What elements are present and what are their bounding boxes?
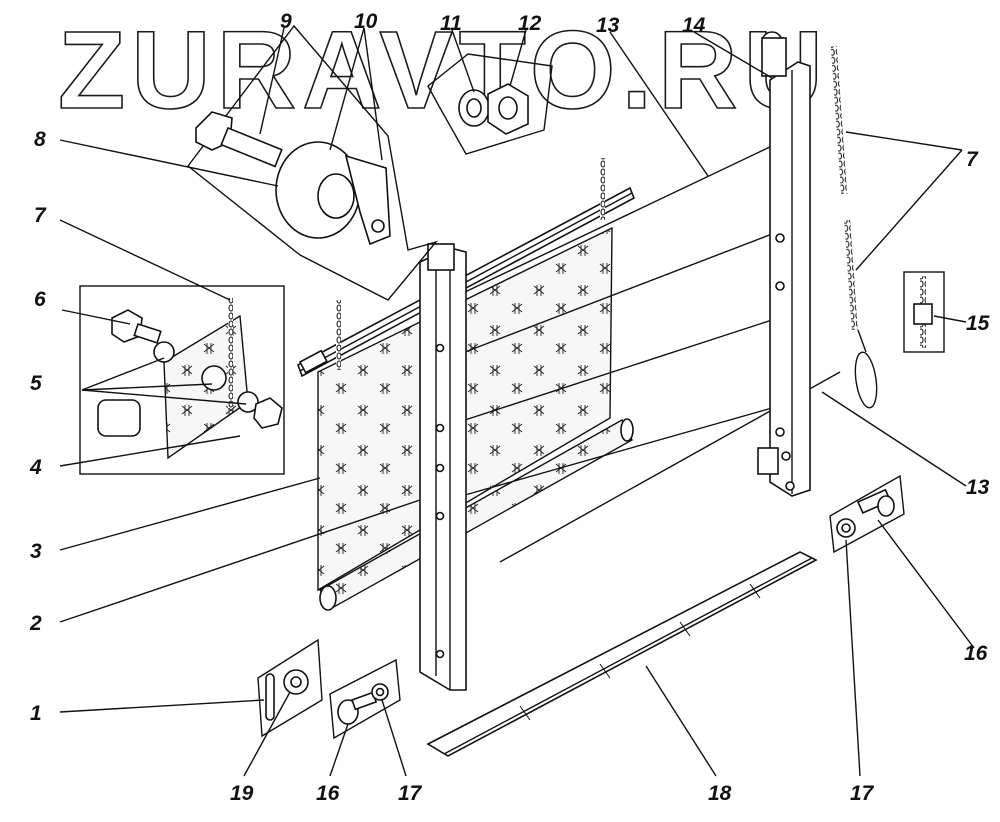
callout-5: 5	[30, 372, 42, 395]
callout-17-left: 17	[398, 782, 423, 805]
inset-screw-right	[829, 474, 905, 554]
inset-screw-left	[329, 658, 401, 740]
inset-pin-washer	[257, 638, 323, 738]
callout-14: 14	[682, 14, 706, 37]
inset-eccentric-bolt	[187, 24, 438, 301]
inset-bracket-fastener	[79, 285, 285, 475]
callout-9: 9	[280, 10, 292, 33]
left-guide-rail	[419, 243, 467, 691]
inset-nut-washer	[427, 53, 553, 155]
callout-12: 12	[518, 12, 542, 35]
callout-7-left: 7	[34, 204, 47, 227]
callout-17-right: 17	[850, 782, 875, 805]
callout-11: 11	[440, 12, 462, 35]
callout-15: 15	[966, 312, 990, 335]
callout-18: 18	[708, 782, 732, 805]
callout-6: 6	[34, 288, 46, 311]
leader-lines	[59, 27, 975, 777]
bottom-sill	[426, 551, 818, 757]
callout-3: 3	[30, 540, 42, 563]
callout-8: 8	[34, 128, 46, 151]
callout-13-right: 13	[966, 476, 990, 499]
callout-13-top: 13	[596, 14, 620, 37]
callout-16-left: 16	[316, 782, 340, 805]
callout-4: 4	[29, 456, 42, 479]
callout-labels: 1 2 3 4 5 6 7 7 8 9 10 11 12 13 13 14 15…	[29, 10, 990, 805]
right-guide-rail	[757, 31, 811, 497]
callout-2: 2	[29, 612, 42, 635]
callout-19: 19	[230, 782, 254, 805]
watermark-text: ZURAVTO.RU	[58, 9, 829, 132]
inset-chain-clip	[903, 271, 945, 353]
callout-7-right: 7	[966, 148, 979, 171]
cord-chains	[336, 45, 878, 409]
callout-10: 10	[354, 10, 378, 33]
callout-1: 1	[30, 702, 42, 725]
callout-16-right: 16	[964, 642, 988, 665]
